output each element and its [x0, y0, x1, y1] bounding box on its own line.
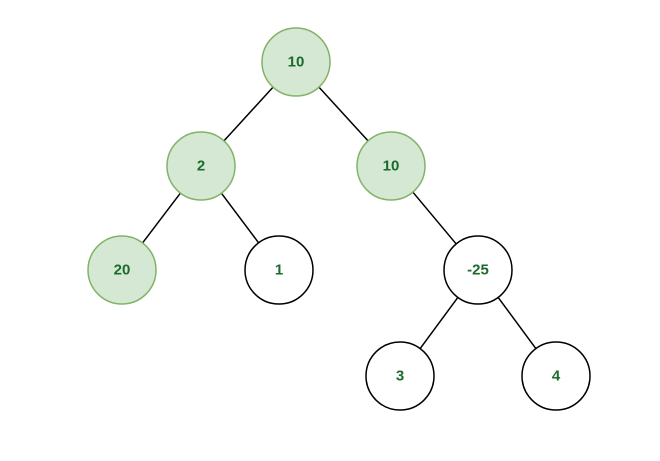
tree-node-circle — [166, 131, 236, 201]
tree-node-left-right: 1 — [244, 235, 314, 305]
tree-node-root: 10 — [261, 27, 331, 97]
tree-node-label: 4 — [552, 368, 561, 385]
tree-node-circle — [356, 131, 426, 201]
tree-node-circle — [261, 27, 331, 97]
tree-node-label: 2 — [197, 158, 205, 175]
tree-edge-root-to-root-right — [318, 86, 369, 142]
tree-node-rr-left: 3 — [365, 341, 435, 411]
tree-edge-root-left-to-left-right — [220, 192, 260, 244]
tree-node-label: 10 — [383, 158, 400, 175]
tree-node-circle — [244, 235, 314, 305]
tree-edge-right-right-to-rr-left — [419, 296, 459, 350]
tree-node-root-right: 10 — [356, 131, 426, 201]
tree-edge-root-left-to-left-left — [141, 192, 182, 244]
tree-node-circle — [443, 235, 513, 305]
tree-node-rr-right: 4 — [521, 341, 591, 411]
tree-edge-root-to-root-left — [223, 86, 274, 142]
tree-node-label: 20 — [114, 262, 131, 279]
tree-node-label: 1 — [275, 262, 283, 279]
tree-edge-right-right-to-rr-right — [497, 296, 537, 350]
tree-edges — [141, 86, 537, 350]
tree-node-circle — [365, 341, 435, 411]
tree-node-label: 3 — [396, 368, 404, 385]
tree-node-left-left: 20 — [87, 235, 157, 305]
tree-node-label: 10 — [288, 54, 305, 71]
tree-node-right-right: -25 — [443, 235, 513, 305]
tree-edge-root-right-to-right-right — [412, 191, 457, 245]
tree-node-label: -25 — [467, 262, 489, 279]
tree-node-root-left: 2 — [166, 131, 236, 201]
tree-nodes: 10 2 10 20 1 -25 3 4 — [87, 27, 591, 411]
tree-node-circle — [87, 235, 157, 305]
tree-node-circle — [521, 341, 591, 411]
